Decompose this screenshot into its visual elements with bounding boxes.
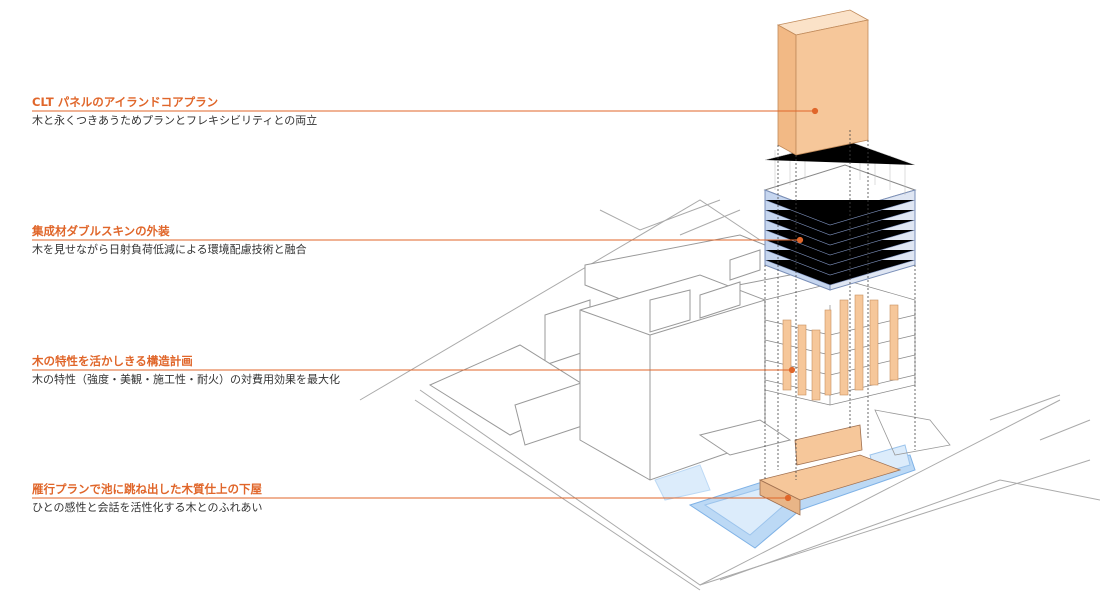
projection-lines: [764, 130, 916, 480]
annotation-title: CLT パネルのアイランドコアプラン: [32, 95, 219, 109]
annotation-description: 木を見せながら日射負荷低減による環境配慮技術と融合: [32, 243, 307, 256]
podium-buildings: [428, 234, 792, 481]
annotation-annex: 雁行プランで池に跳ね出した木質仕上の下屋 ひとの感性と会話を活性化する木とのふれ…: [32, 482, 262, 515]
annotation-structure: 木の特性を活かしきる構造計画 木の特性（強度・美観・施工性・耐火）の対費用効果を…: [32, 354, 340, 387]
annotation-double-skin: 集成材ダブルスキンの外装 木を見せながら日射負荷低減による環境配慮技術と融合: [32, 224, 307, 257]
double-skin-facade: [763, 139, 917, 291]
annotation-clt-core: CLT パネルのアイランドコアプラン 木と永くつきあうためプランとフレキシビリテ…: [32, 95, 317, 128]
annotation-title: 木の特性を活かしきる構造計画: [32, 354, 193, 368]
clt-core-volume: [776, 9, 870, 156]
annotation-title: 雁行プランで池に跳ね出した木質仕上の下屋: [32, 482, 262, 496]
annotation-description: 木と永くつきあうためプランとフレキシビリティとの両立: [32, 114, 318, 127]
site-context: [359, 199, 1100, 591]
annotation-description: 木の特性（強度・美観・施工性・耐火）の対費用効果を最大化: [32, 373, 340, 386]
annotation-description: ひとの感性と会話を活性化する木とのふれあい: [32, 501, 263, 514]
leader-lines: [32, 107, 819, 502]
annotation-title: 集成材ダブルスキンの外装: [32, 224, 170, 238]
timber-columns: [782, 294, 899, 401]
